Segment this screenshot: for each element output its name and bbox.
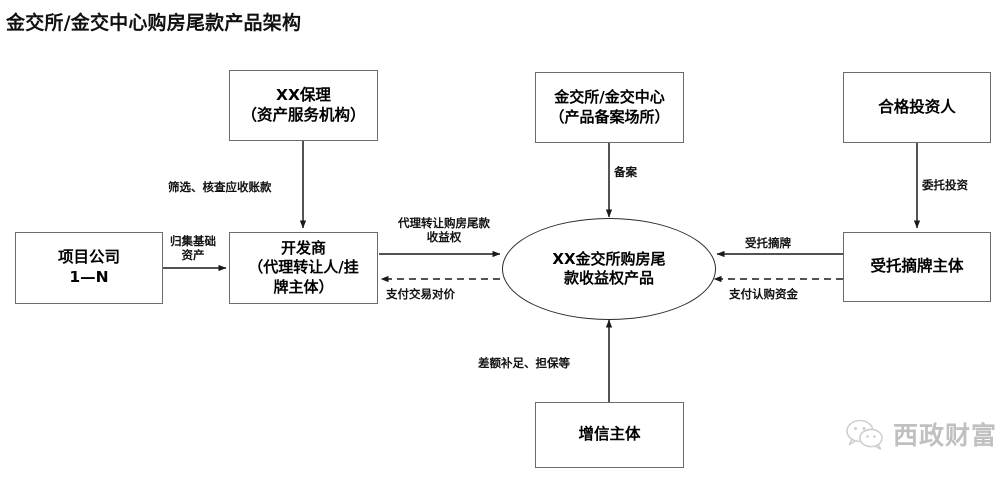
edge-label-pay-consideration: 支付交易对价 xyxy=(386,287,455,301)
node-entrusted-bidder[interactable]: 受托摘牌主体 xyxy=(843,232,991,302)
node-projectco-line1: 项目公司 xyxy=(57,248,120,267)
node-developer[interactable]: 开发商 （代理转让人/挂 牌主体） xyxy=(229,232,378,304)
edge-label-transfer-rights: 代理转让购房尾款 收益权 xyxy=(385,216,503,245)
edge-label-transfer-rights-line2: 收益权 xyxy=(426,230,462,245)
node-financial-exchange[interactable]: 金交所/金交中心 （产品备案场所） xyxy=(535,72,684,143)
watermark-text: 西政财富 xyxy=(893,420,998,450)
node-qualified-investor[interactable]: 合格投资人 xyxy=(843,72,991,143)
node-developer-line2: （代理转让人/挂 xyxy=(248,258,359,277)
edge-label-entrusted-investment: 委托投资 xyxy=(922,178,968,192)
edge-label-pool-assets-line1: 归集基础 xyxy=(170,234,216,248)
edge-label-transfer-rights-line1: 代理转让购房尾款 xyxy=(398,216,490,230)
node-factoring-company[interactable]: XX保理 （资产服务机构） xyxy=(229,70,378,141)
edge-label-filing: 备案 xyxy=(614,165,637,179)
node-product-line1: XX金交所购房尾 xyxy=(552,249,666,268)
edge-label-credit-support: 差额补足、担保等 xyxy=(478,356,570,370)
watermark: 西政财富 xyxy=(845,418,997,452)
node-projectco-line2: 1—N xyxy=(69,268,109,286)
node-developer-line3: 牌主体） xyxy=(273,277,334,296)
node-factoring-line2: （资产服务机构） xyxy=(241,105,366,124)
edge-label-pay-subscription: 支付认购资金 xyxy=(729,287,798,301)
node-developer-line1: 开发商 xyxy=(280,239,326,258)
page-title: 金交所/金交中心购房尾款产品架构 xyxy=(6,12,302,34)
edge-label-pool-assets-line2: 资产 xyxy=(181,248,205,263)
wechat-icon xyxy=(845,418,885,452)
node-product-ellipse[interactable]: XX金交所购房尾 款收益权产品 xyxy=(502,218,716,320)
node-exchange-line1: 金交所/金交中心 xyxy=(554,88,665,107)
node-exchange-line2: （产品备案场所） xyxy=(549,107,670,126)
node-factoring-line1: XX保理 xyxy=(276,85,331,104)
edge-label-screen-receivables: 筛选、核查应收账款 xyxy=(168,180,272,194)
node-creditenhancer-line1: 增信主体 xyxy=(578,425,641,444)
node-credit-enhancer[interactable]: 增信主体 xyxy=(535,402,684,468)
edge-label-entrusted-bidding: 受托摘牌 xyxy=(745,236,791,250)
node-investor-line1: 合格投资人 xyxy=(878,97,956,116)
node-project-company[interactable]: 项目公司 1—N xyxy=(15,232,163,304)
node-bidder-line1: 受托摘牌主体 xyxy=(870,257,964,276)
edge-label-pool-assets: 归集基础 资产 xyxy=(163,234,223,263)
node-product-line2: 款收益权产品 xyxy=(563,269,654,287)
